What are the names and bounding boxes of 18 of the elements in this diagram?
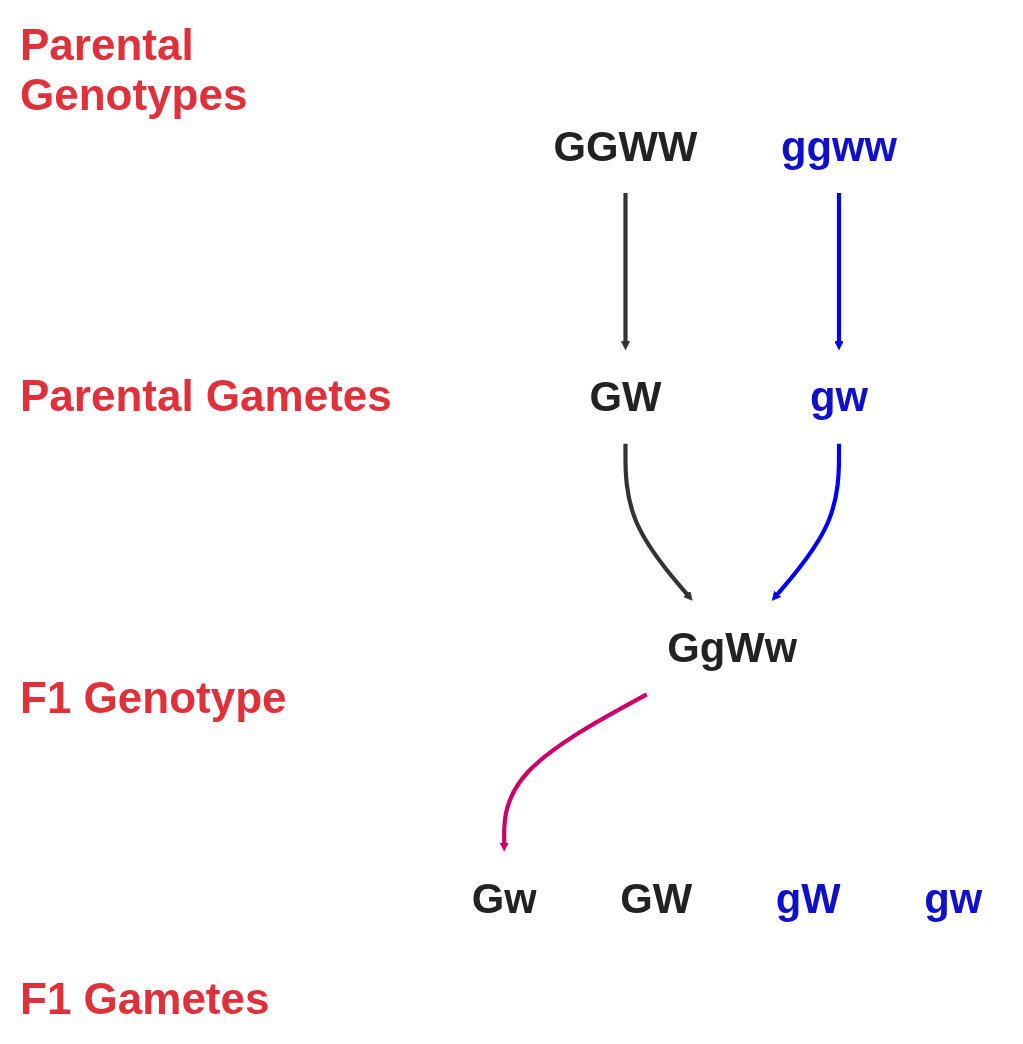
arrow bbox=[620, 192, 630, 351]
node-text: GgWw bbox=[666, 624, 797, 671]
row-heading: Parental Gametes bbox=[20, 371, 393, 422]
arrow bbox=[833, 192, 844, 351]
node-text: gw bbox=[809, 373, 868, 420]
arrow bbox=[771, 443, 841, 601]
node-text: GW bbox=[589, 373, 661, 420]
node-text: GW bbox=[619, 875, 692, 922]
row-heading: F1 Genotype bbox=[20, 672, 288, 723]
arrow bbox=[622, 443, 693, 601]
node-text: gw bbox=[923, 875, 982, 922]
row-heading: F1 Gametes bbox=[20, 974, 271, 1024]
node-text: GGWW bbox=[553, 122, 697, 169]
row-heading: Parental Genotypes bbox=[20, 20, 249, 120]
node-text: ggww bbox=[780, 122, 897, 169]
node-text: gW bbox=[775, 875, 841, 922]
node-text: Gw bbox=[471, 875, 537, 922]
arrow bbox=[499, 692, 648, 852]
